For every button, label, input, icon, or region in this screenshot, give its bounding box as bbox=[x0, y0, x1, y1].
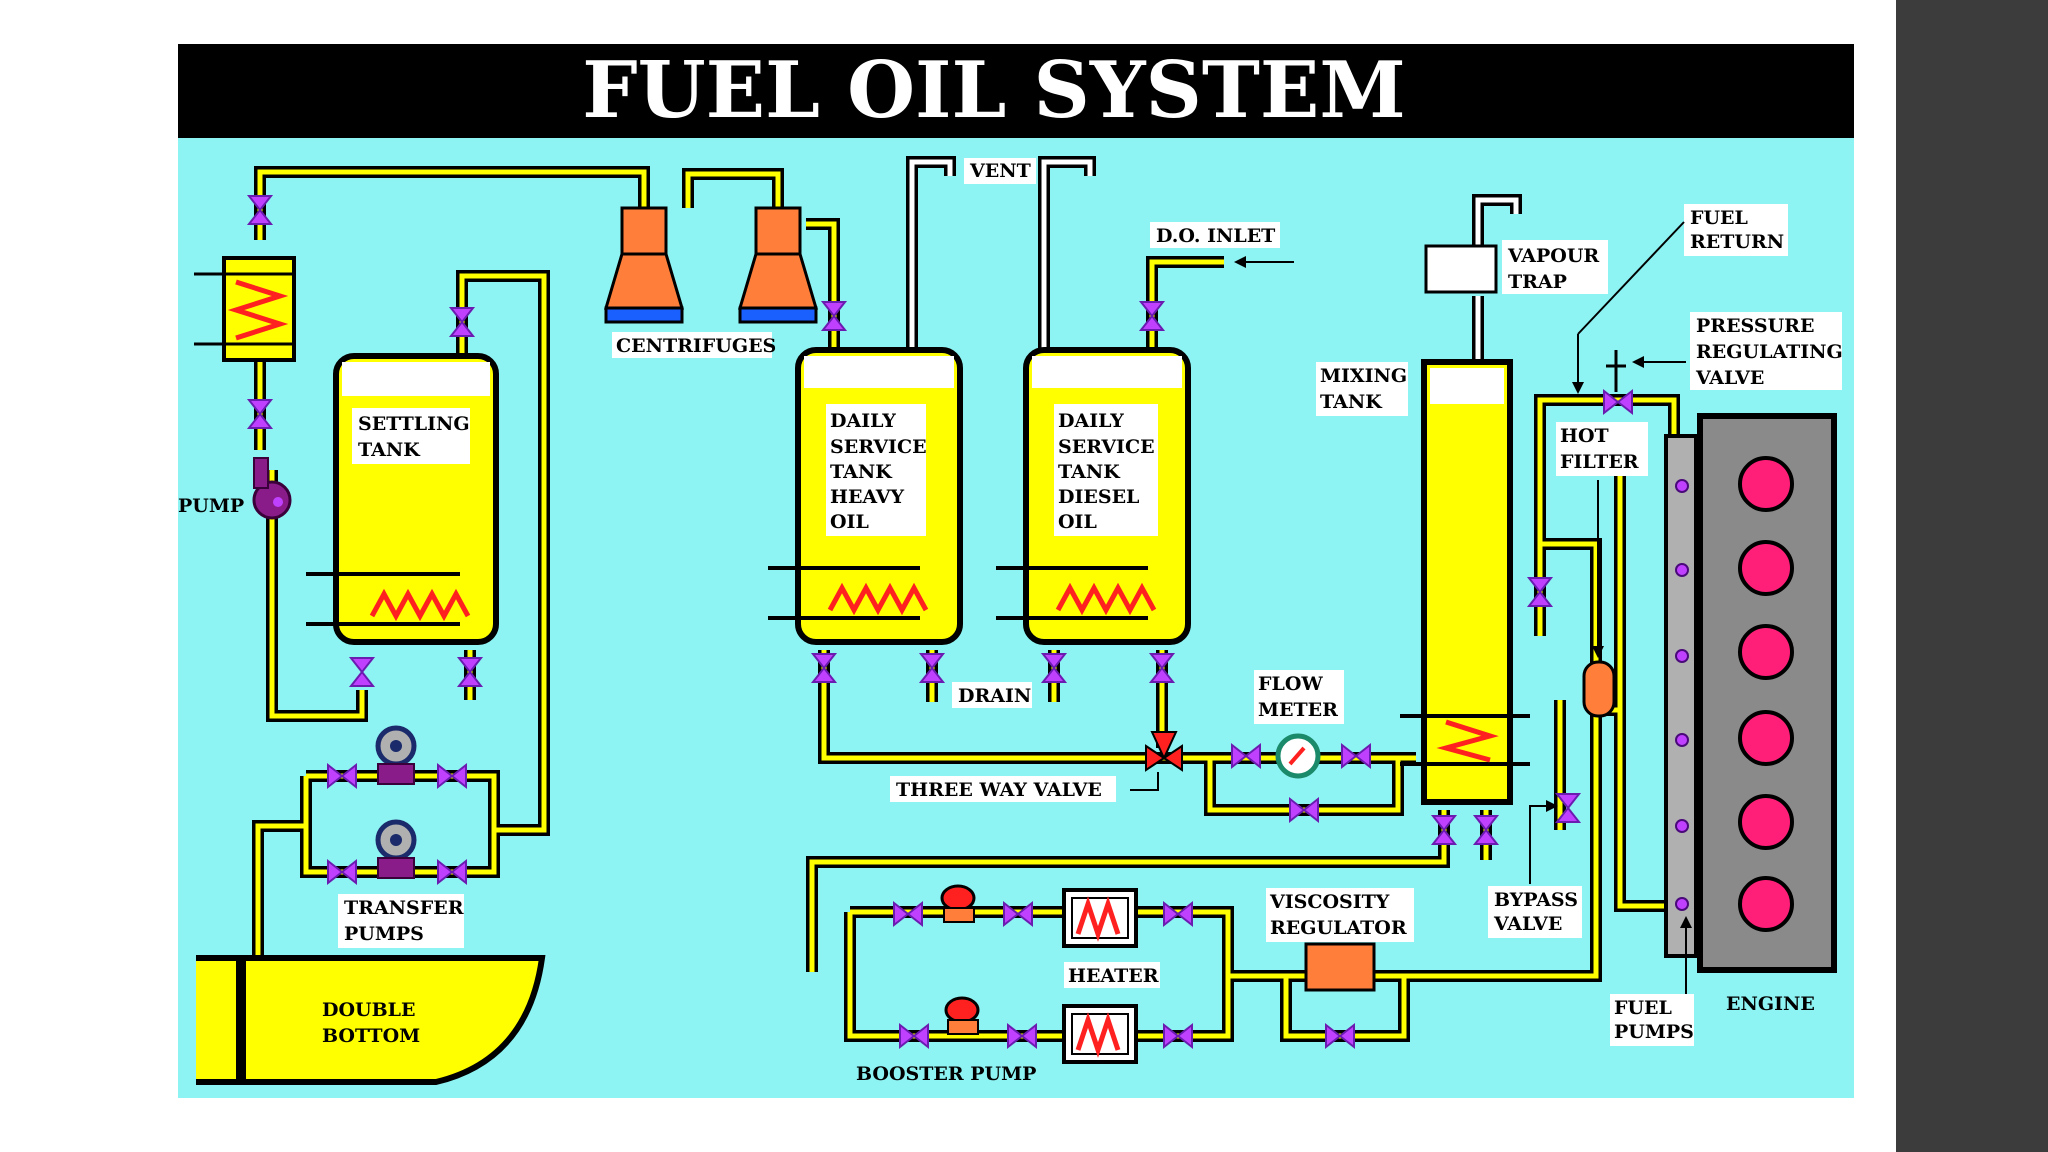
vapour-trap-label-2: TRAP bbox=[1508, 271, 1567, 293]
booster-pump-2[interactable] bbox=[944, 996, 980, 1035]
pressure-valve-label-3: VALVE bbox=[1695, 367, 1764, 389]
title-bar bbox=[178, 44, 1854, 138]
viscosity-regulator bbox=[1304, 942, 1376, 992]
heater-2 bbox=[1064, 1006, 1136, 1062]
fuel-pump-dots bbox=[1675, 479, 1689, 911]
daily-heavy-label-4: HEAVY bbox=[830, 486, 905, 508]
hot-filter-label-2: FILTER bbox=[1560, 451, 1639, 473]
hot-filter-pointer bbox=[1592, 480, 1604, 658]
daily-heavy-label-5: OIL bbox=[830, 511, 869, 533]
booster-pump-label: BOOSTER PUMP bbox=[856, 1063, 1036, 1085]
fuel-pumps-pointer bbox=[1680, 916, 1692, 996]
heater-label: HEATER bbox=[1068, 965, 1159, 987]
engine-cylinder-icon bbox=[1738, 710, 1794, 766]
mixing-tank-label-1: MIXING bbox=[1320, 365, 1407, 387]
double-bottom-label-1: DOUBLE bbox=[322, 999, 416, 1021]
fuel-oil-system-diagram: FUEL OIL SYSTEM bbox=[178, 44, 1854, 1098]
double-bottom-label-2: BOTTOM bbox=[322, 1025, 420, 1047]
engine-cylinder-icon bbox=[1738, 876, 1794, 932]
do-inlet-label: D.O. INLET bbox=[1156, 225, 1275, 247]
do-inlet-arrow bbox=[1234, 256, 1294, 268]
bypass-valve-label-2: VALVE bbox=[1493, 913, 1562, 935]
mixing-tank bbox=[1400, 359, 1530, 805]
bypass-valve-label-1: BYPASS bbox=[1494, 889, 1578, 911]
vapour-trap-label-1: VAPOUR bbox=[1507, 245, 1599, 267]
suction-heater bbox=[194, 256, 296, 362]
hot-filter bbox=[1582, 660, 1616, 718]
daily-heavy-label-2: SERVICE bbox=[830, 436, 927, 458]
daily-diesel-label-3: TANK bbox=[1058, 461, 1121, 483]
daily-diesel-label-5: OIL bbox=[1058, 511, 1097, 533]
settling-tank-label-box bbox=[352, 408, 470, 464]
hot-filter-label-1: HOT bbox=[1560, 425, 1609, 447]
fuel-return-pointer bbox=[1572, 221, 1685, 394]
settling-tank-label-2: TANK bbox=[358, 439, 421, 461]
centrifuge-2 bbox=[737, 206, 819, 324]
daily-diesel-label-2: SERVICE bbox=[1058, 436, 1155, 458]
flow-meter-icon[interactable] bbox=[1275, 733, 1321, 779]
transfer-pumps-label-2: PUMPS bbox=[344, 923, 424, 945]
flow-meter-label-2: METER bbox=[1258, 699, 1338, 721]
pump-icon[interactable] bbox=[252, 457, 292, 520]
viscosity-regulator-label-1: VISCOSITY bbox=[1269, 891, 1390, 913]
engine-cylinder-icon bbox=[1738, 794, 1794, 850]
three-way-valve-pointer bbox=[1130, 772, 1159, 791]
three-way-valve[interactable] bbox=[1145, 731, 1183, 772]
fuel-pumps-label-2: PUMPS bbox=[1614, 1021, 1694, 1043]
centrifuge-1 bbox=[603, 206, 685, 324]
fuel-return-label-1: FUEL bbox=[1690, 207, 1748, 229]
fuel-return-label-2: RETURN bbox=[1690, 231, 1784, 253]
pressure-valve-pointer bbox=[1606, 350, 1686, 392]
heater-1 bbox=[1064, 890, 1136, 946]
pressure-valve-label-2: REGULATING bbox=[1696, 341, 1843, 363]
side-panel bbox=[1896, 0, 2048, 1152]
mixing-tank-label-2: TANK bbox=[1320, 391, 1383, 413]
engine-cylinder-icon bbox=[1738, 624, 1794, 680]
fuel-pumps-label-1: FUEL bbox=[1614, 997, 1672, 1019]
page-title: FUEL OIL SYSTEM bbox=[582, 45, 1405, 136]
daily-diesel-label-1: DAILY bbox=[1058, 410, 1124, 432]
daily-heavy-label-3: TANK bbox=[830, 461, 893, 483]
bypass-valve-pointer bbox=[1529, 800, 1558, 884]
pump-label: PUMP bbox=[178, 495, 244, 517]
daily-heavy-label-1: DAILY bbox=[830, 410, 896, 432]
settling-tank-label-1: SETTLING bbox=[358, 413, 470, 435]
fuel-pump-rail bbox=[1664, 434, 1698, 958]
three-way-valve-label: THREE WAY VALVE bbox=[896, 779, 1102, 801]
transfer-pump-1[interactable] bbox=[375, 725, 417, 785]
drain-label: DRAIN bbox=[958, 685, 1031, 707]
transfer-pumps-label-1: TRANSFER bbox=[344, 897, 464, 919]
engine bbox=[1697, 413, 1837, 973]
pressure-valve-label-1: PRESSURE bbox=[1696, 315, 1814, 337]
viscosity-regulator-label-2: REGULATOR bbox=[1270, 917, 1407, 939]
engine-label: ENGINE bbox=[1726, 993, 1815, 1015]
transfer-pump-2[interactable] bbox=[375, 819, 417, 879]
daily-diesel-label-4: DIESEL bbox=[1058, 486, 1139, 508]
vapour-trap bbox=[1424, 244, 1498, 294]
centrifuges-label: CENTRIFUGES bbox=[616, 335, 776, 357]
engine-cylinder-icon bbox=[1738, 540, 1794, 596]
settling-tank bbox=[306, 353, 499, 645]
engine-cylinder-icon bbox=[1738, 456, 1794, 512]
flow-meter-label-1: FLOW bbox=[1258, 673, 1323, 695]
heater-coil-icon bbox=[227, 279, 289, 341]
booster-pump-1[interactable] bbox=[940, 884, 976, 923]
vent-label: VENT bbox=[969, 160, 1031, 182]
